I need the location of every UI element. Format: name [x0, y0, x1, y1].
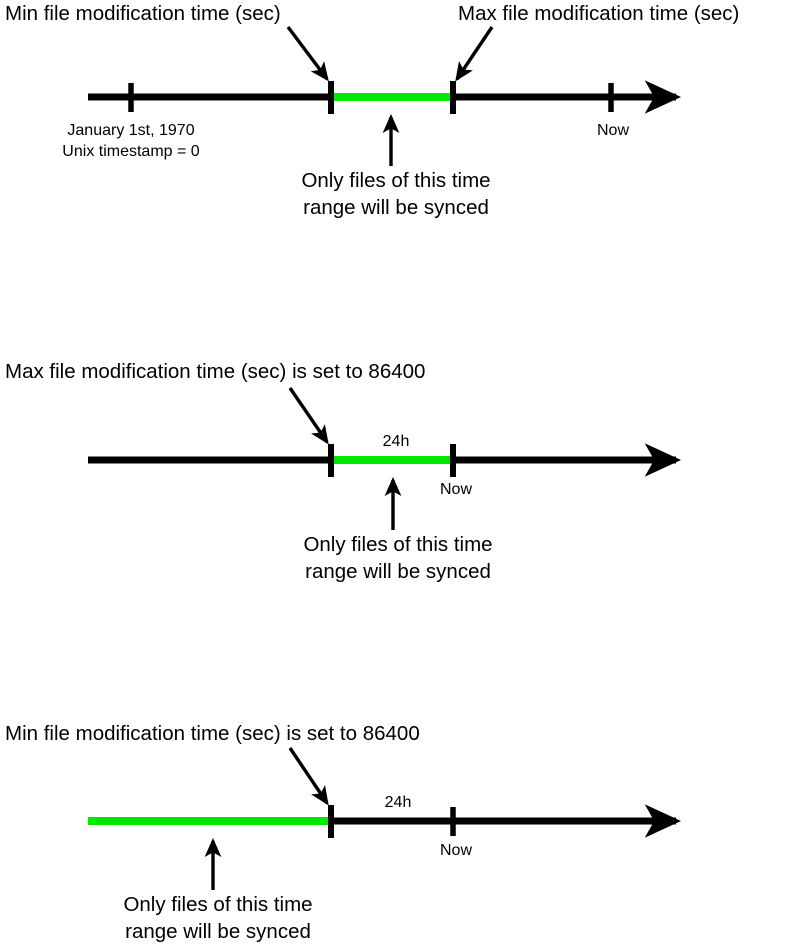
- range-annotation-line2: range will be synced: [303, 196, 489, 219]
- now-label: Now: [439, 481, 473, 498]
- range-annotation-line1: Only files of this time: [123, 893, 313, 916]
- panel1-graphics: [88, 25, 682, 166]
- epoch-label-line1: January 1st, 1970: [67, 122, 195, 139]
- max-annotation-arrow: [455, 26, 494, 82]
- now-label: Now: [439, 842, 473, 859]
- max-annotation-arrow: [288, 387, 329, 445]
- duration-label: 24h: [382, 433, 410, 450]
- panel-min-set: Min file modification time (sec) is set …: [0, 710, 790, 944]
- min-set-annotation-label: Min file modification time (sec) is set …: [5, 722, 420, 745]
- min-annotation-label: Min file modification time (sec): [5, 2, 281, 25]
- panel2-graphics: [88, 387, 682, 530]
- max-set-annotation-label: Max file modification time (sec) is set …: [5, 360, 426, 383]
- range-annotation-line2: range will be synced: [305, 560, 491, 583]
- min-annotation-arrow: [288, 747, 329, 806]
- panel-both-bounds: Min file modification time (sec) Max fil…: [0, 0, 790, 355]
- min-annotation-arrow: [286, 25, 329, 82]
- range-annotation-line1: Only files of this time: [303, 533, 493, 556]
- epoch-label-line2: Unix timestamp = 0: [62, 143, 200, 160]
- max-annotation-label: Max file modification time (sec): [458, 2, 740, 25]
- panel3-graphics: [88, 747, 682, 890]
- duration-label: 24h: [384, 794, 412, 811]
- range-annotation-line2: range will be synced: [125, 920, 311, 943]
- panel-max-set: Max file modification time (sec) is set …: [0, 355, 790, 710]
- range-annotation-line1: Only files of this time: [301, 169, 491, 192]
- now-label: Now: [596, 122, 630, 139]
